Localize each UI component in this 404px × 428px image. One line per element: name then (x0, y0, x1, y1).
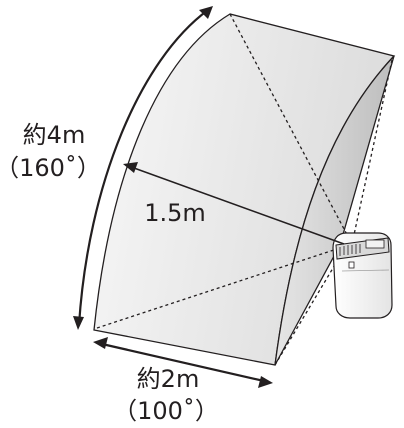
control-panel-icon (365, 239, 385, 249)
height-label: 約4m (23, 121, 86, 149)
dashed-hidden-edges (96, 13, 393, 366)
arrowhead-left-icon (93, 337, 108, 349)
dehumidifier-unit (332, 232, 393, 319)
arrowhead-up-icon (199, 6, 213, 19)
width-range-arrow (101, 342, 265, 383)
arrowhead-right-icon (258, 376, 273, 388)
distance-label: 1.5m (144, 199, 206, 227)
indicator-icon (348, 261, 355, 269)
arrowhead-down-icon (73, 316, 84, 330)
height-range-arrow (77, 9, 209, 326)
width-label: 約2m (137, 365, 200, 393)
distance-arrow (133, 167, 345, 245)
width-angle-label: （100˚） (113, 397, 219, 425)
arrowhead-distance-icon (123, 162, 138, 173)
height-angle-label: （160˚） (0, 154, 101, 182)
